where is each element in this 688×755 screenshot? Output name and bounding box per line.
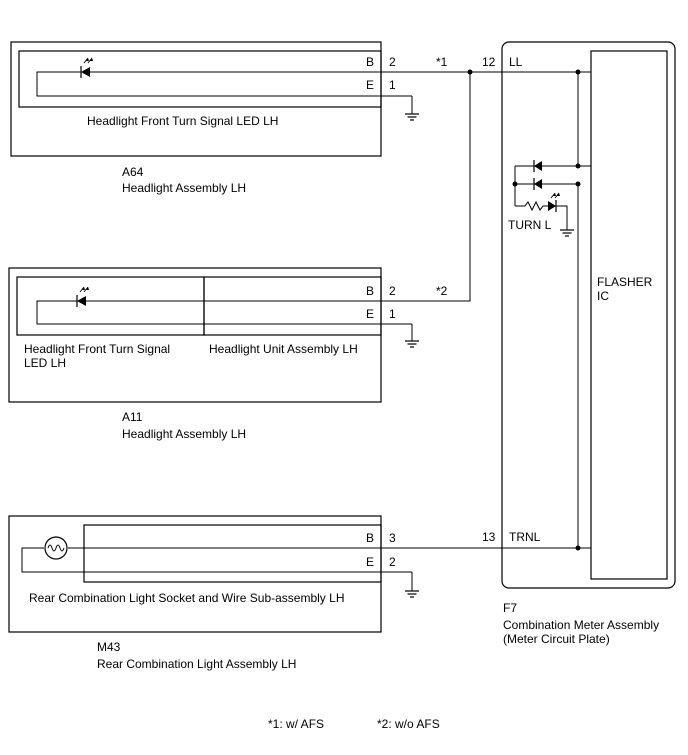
- m43-outer-box: [8, 515, 382, 633]
- a11-pin-e: E: [366, 307, 375, 321]
- diode-icon: [533, 160, 542, 172]
- a64-code: A64: [122, 165, 144, 179]
- a11-led-icon: [76, 286, 89, 307]
- a11-pin-b-number: 2: [389, 284, 396, 298]
- a11-pin-e-number: 1: [389, 307, 396, 321]
- a64-pin-b: B: [366, 55, 375, 69]
- a11-inner-box-right: [203, 276, 382, 336]
- m43-pin-b: B: [366, 531, 375, 545]
- a64-led-return: [36, 71, 381, 97]
- f7-pin-ll-number: 12: [482, 55, 496, 69]
- wire-note-w-afs: *1: [436, 55, 448, 69]
- a64-outer-box: [10, 41, 382, 157]
- f7-assembly-line2: (Meter Circuit Plate): [503, 632, 610, 646]
- wire-note-wo-afs: *2: [436, 284, 448, 298]
- turn-indicator-led-icon: [548, 192, 560, 212]
- a11-led-return: [36, 300, 381, 325]
- m43-bulb-return: [21, 547, 381, 573]
- f7-assembly-line1: Combination Meter Assembly: [503, 618, 660, 632]
- flasher-ic-label: FLASHER IC: [597, 275, 653, 303]
- f7-pin-ll-name: LL: [509, 55, 523, 69]
- legend-note-w-afs: *1: w/ AFS: [268, 717, 325, 731]
- m43-inner-label: Rear Combination Light Socket and Wire S…: [29, 591, 345, 605]
- m43-pin-b-number: 3: [389, 531, 396, 545]
- a64-pin-e: E: [366, 78, 375, 92]
- f7-pin-trnl-name: TRNL: [509, 530, 541, 544]
- a11-assembly-label: Headlight Assembly LH: [122, 427, 247, 441]
- a64-inner-box: [18, 50, 382, 108]
- flasher-ic-box: [590, 50, 668, 580]
- a64-ground-icon: [404, 105, 420, 121]
- a64-inner-label: Headlight Front Turn Signal LED LH: [87, 114, 279, 128]
- resistor-icon: [515, 200, 548, 212]
- m43-code: M43: [97, 640, 121, 654]
- a11-pin-b: B: [366, 284, 375, 298]
- a11-unit-label: Headlight Unit Assembly LH: [209, 342, 358, 356]
- legend-note-wo-afs: *2: w/o AFS: [377, 717, 440, 731]
- f7-outer-box: [501, 41, 676, 589]
- m43-assembly-label: Rear Combination Light Assembly LH: [97, 657, 297, 671]
- meter-ground-icon: [559, 221, 575, 237]
- m43-pin-e-number: 2: [389, 555, 396, 569]
- turn-l-label: TURN L: [508, 218, 552, 232]
- f7-pin-trnl-number: 13: [482, 530, 496, 544]
- a11-ground-icon: [404, 332, 420, 348]
- a11-b-wire: [381, 72, 471, 302]
- bulb-icon: [44, 536, 68, 560]
- a11-inner-box-left: [16, 276, 205, 336]
- a64-pin-e-number: 1: [389, 78, 396, 92]
- a64-pin-b-number: 2: [389, 55, 396, 69]
- a11-led-label: Headlight Front Turn Signal LED LH: [24, 342, 171, 370]
- f7-code: F7: [503, 601, 518, 615]
- m43-ground-icon: [404, 582, 420, 598]
- m43-pin-e: E: [366, 555, 375, 569]
- a64-assembly-label: Headlight Assembly LH: [122, 181, 247, 195]
- m43-inner-box: [83, 524, 382, 583]
- a11-code: A11: [122, 410, 143, 424]
- diode-icon: [533, 178, 542, 190]
- a64-led-icon: [80, 57, 93, 78]
